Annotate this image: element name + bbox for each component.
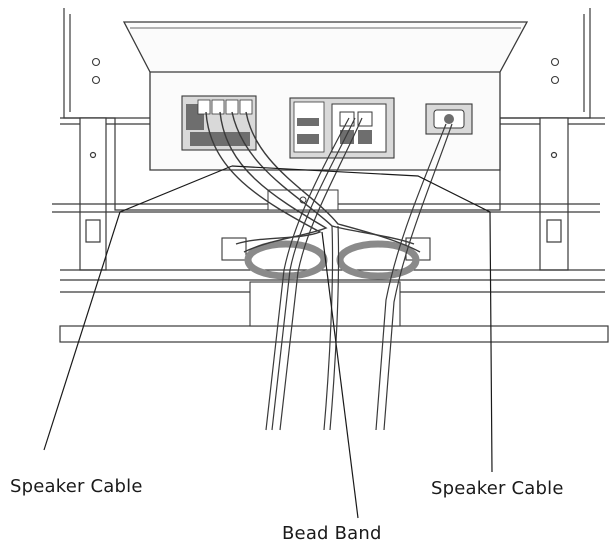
leader-line-speaker-cable-right — [231, 165, 493, 473]
screw-holes — [91, 57, 560, 85]
rails — [52, 203, 609, 343]
right-bracket — [539, 117, 569, 271]
trunk-cable — [383, 123, 453, 431]
bead-band-ring-left — [244, 240, 328, 280]
lower-clamp — [249, 281, 401, 327]
connector-panel — [289, 97, 395, 159]
screw-hole — [550, 75, 560, 85]
trunk-cable — [375, 123, 447, 431]
trunk-cable — [329, 225, 340, 431]
cable-clamps — [221, 237, 431, 327]
power-inlet — [425, 103, 473, 135]
trunk-cable — [271, 117, 356, 431]
speaker-terminal-block — [181, 95, 257, 151]
bead-band-ring-right — [336, 240, 420, 280]
screw-hole — [91, 75, 101, 85]
clamp-block — [221, 237, 247, 261]
speaker-cable-label-right: Speaker Cable — [431, 478, 564, 499]
speaker-cable-wire — [231, 111, 415, 245]
trunk-cables — [265, 117, 453, 431]
bead-band — [244, 240, 420, 280]
bead-band-label: Bead Band — [282, 523, 382, 544]
leader-lines — [43, 165, 493, 519]
leader-line-speaker-cable-left — [43, 165, 233, 451]
trunk-cable — [265, 117, 350, 431]
speaker-cable-label-left: Speaker Cable — [10, 476, 143, 497]
speaker-cable-wire — [205, 111, 322, 245]
speaker-cable-wire — [245, 111, 421, 253]
center-plate — [267, 189, 339, 211]
left-bracket — [79, 117, 107, 271]
trunk-cable — [323, 225, 334, 431]
screw-hole — [91, 57, 101, 67]
screw-hole — [550, 57, 560, 67]
leader-line-bead-band — [321, 231, 359, 519]
trunk-cable — [279, 117, 363, 431]
